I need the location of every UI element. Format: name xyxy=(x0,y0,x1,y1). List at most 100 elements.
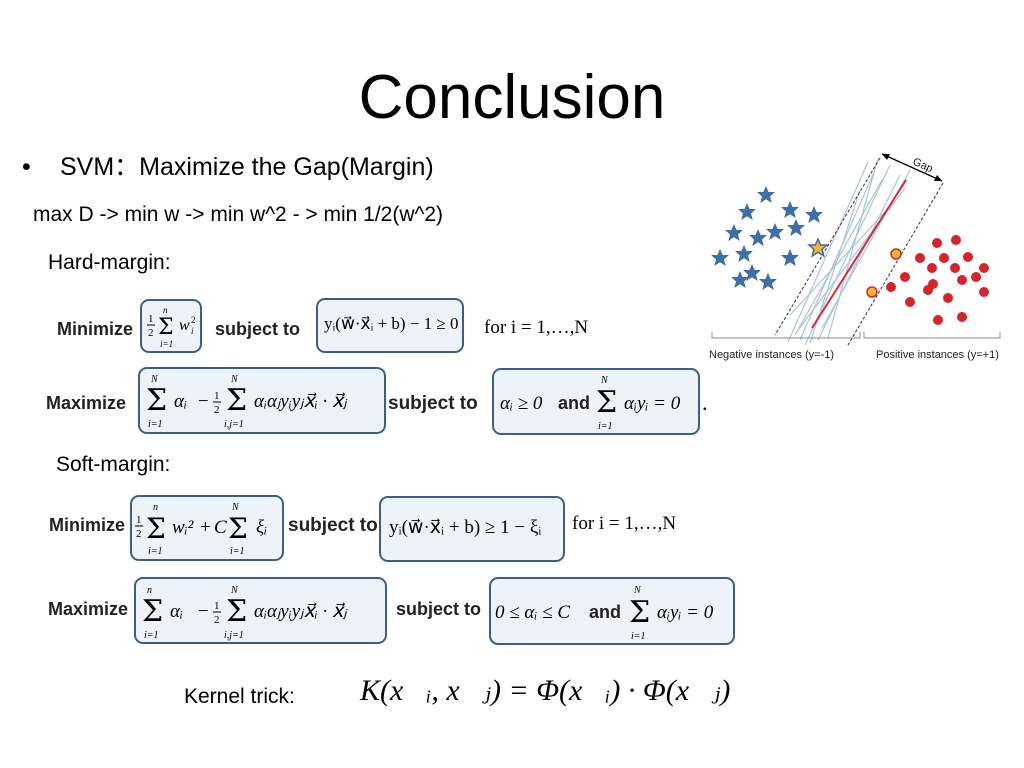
star xyxy=(757,186,775,203)
optimization-chain: max D -> min w -> min w^2 - > min 1/2(w^… xyxy=(33,203,444,226)
svg-text:Σ: Σ xyxy=(226,594,247,629)
svg-text:N: N xyxy=(633,585,642,596)
hard-maximize-label: Maximize xyxy=(46,393,127,413)
soft-dual-objective-formula: Σ n i=1 αᵢ − 1 2 Σ N i,j=1 αᵢαⱼyᵢyⱼx⃗ᵢ ·… xyxy=(142,585,348,641)
svg-text:N: N xyxy=(230,374,239,385)
hard-dual-objective-formula: Σ N i=1 αᵢ − 1 2 Σ N i,j=1 αᵢαⱼyᵢyⱼx⃗ᵢ ·… xyxy=(146,374,348,430)
soft-constraint: yᵢ(w⃗·x⃗ᵢ + b) ≥ 1 − ξᵢ xyxy=(389,517,542,538)
hard-for-range: for i = 1,…,N xyxy=(484,317,589,338)
svg-text:1: 1 xyxy=(136,514,142,526)
svg-text:0 ≤ αᵢ ≤ C: 0 ≤ αᵢ ≤ C xyxy=(495,602,570,623)
support-vector-dot xyxy=(890,248,902,260)
svg-text:αᵢ ≥ 0: αᵢ ≥ 0 xyxy=(500,393,543,414)
positive-dots xyxy=(886,235,989,325)
soft-subject-to-label: subject to xyxy=(288,515,378,536)
soft-maximize-label: Maximize xyxy=(48,599,129,619)
svg-text:and: and xyxy=(589,602,621,622)
svg-text:Σ: Σ xyxy=(158,315,174,340)
star xyxy=(759,273,777,290)
positive-caption: Positive instances (y=+1) xyxy=(876,349,999,361)
svg-text:i=1: i=1 xyxy=(230,546,245,557)
svg-text:i=1: i=1 xyxy=(160,339,173,349)
star xyxy=(781,201,799,218)
star xyxy=(725,224,743,241)
negative-caption: Negative instances (y=-1) xyxy=(709,349,834,361)
bullet-line: • SVM：Maximize the Gap(Margin) xyxy=(22,152,434,182)
svg-text:Σ: Σ xyxy=(226,383,247,418)
support-vector-dot xyxy=(866,286,878,298)
soft-constraint-box: yᵢ(w⃗·x⃗ᵢ + b) ≥ 1 − ξᵢ xyxy=(379,496,565,562)
negative-stars xyxy=(711,186,823,290)
svg-text:Σ: Σ xyxy=(146,383,167,418)
svg-text:i=1: i=1 xyxy=(148,419,163,430)
soft-for-range: for i = 1,…,N xyxy=(572,513,677,534)
star xyxy=(735,245,753,262)
support-vector-star xyxy=(807,237,829,258)
svm-margin-figure: Gap Negative instances (y=-1) Positive i… xyxy=(709,153,1001,361)
svg-text:αᵢ: αᵢ xyxy=(174,391,187,412)
svg-text:i,j=1: i,j=1 xyxy=(224,419,244,430)
svg-text:ξᵢ: ξᵢ xyxy=(256,517,267,538)
svg-text:1: 1 xyxy=(148,313,154,325)
star xyxy=(743,264,761,281)
kernel-trick-label: Kernel trick: xyxy=(184,685,295,708)
svg-text:and: and xyxy=(558,393,590,413)
svg-text:αᵢαⱼyᵢyⱼx⃗ᵢ · x⃗ⱼ: αᵢαⱼyᵢyⱼx⃗ᵢ · x⃗ⱼ xyxy=(254,391,348,412)
svg-text:2: 2 xyxy=(191,315,196,325)
svg-text:Σ: Σ xyxy=(146,512,166,545)
hard-margin-label: Hard-margin: xyxy=(48,251,171,274)
svg-text:Σ: Σ xyxy=(142,594,163,629)
svg-text:2: 2 xyxy=(214,404,220,416)
svg-text:N: N xyxy=(231,502,240,513)
hard-dual-constraint-box: αᵢ ≥ 0 and Σ N i=1 αᵢyᵢ = 0 xyxy=(492,368,700,435)
star xyxy=(731,271,749,288)
star xyxy=(787,219,805,236)
gap-arrow xyxy=(881,153,943,182)
bullet-dot: • xyxy=(22,153,31,181)
svg-text:Σ: Σ xyxy=(629,595,650,630)
svg-text:N: N xyxy=(150,374,159,385)
star xyxy=(738,203,756,220)
star xyxy=(749,229,767,246)
hard-dual-objective-box: Σ N i=1 αᵢ − 1 2 Σ N i,j=1 αᵢαⱼyᵢyⱼx⃗ᵢ ·… xyxy=(138,367,386,434)
svg-text:−: − xyxy=(198,601,209,622)
svg-text:2: 2 xyxy=(136,528,142,540)
svg-text:n: n xyxy=(163,305,168,315)
svg-text:2: 2 xyxy=(214,614,220,626)
soft-objective-box: 1 2 Σ n i=1 wᵢ² + C Σ N i=1 ξᵢ xyxy=(130,495,284,561)
svg-text:αᵢαⱼyᵢyⱼx⃗ᵢ · x⃗ⱼ: αᵢαⱼyᵢyⱼx⃗ᵢ · x⃗ⱼ xyxy=(254,601,348,622)
hard-constraint: yᵢ(w⃗·x⃗ᵢ + b) − 1 ≥ 0 xyxy=(324,314,459,333)
svg-text:n: n xyxy=(153,502,158,513)
svg-text:+: + xyxy=(200,517,211,538)
soft-minimize-label: Minimize xyxy=(49,515,126,535)
svg-text:i,j=1: i,j=1 xyxy=(224,630,244,641)
candidate-hyperplanes xyxy=(787,157,911,346)
svg-text:wᵢ²: wᵢ² xyxy=(172,517,194,538)
svg-text:2: 2 xyxy=(148,327,154,339)
optimal-hyperplane xyxy=(811,179,907,329)
svg-text:C: C xyxy=(214,517,227,538)
svg-text:αᵢyᵢ = 0: αᵢyᵢ = 0 xyxy=(657,602,714,623)
svg-text:−: − xyxy=(198,391,209,412)
hard-objective-box: 1 2 Σ n i=1 w 2 i xyxy=(140,299,202,353)
hard-minimize-label: Minimize xyxy=(57,319,134,339)
hard-dual-constraint-formula: αᵢ ≥ 0 and Σ N i=1 αᵢyᵢ = 0 xyxy=(500,375,681,432)
star xyxy=(781,249,799,266)
svg-text:Σ: Σ xyxy=(228,512,248,545)
star xyxy=(711,249,729,266)
hard-constraint-box: yᵢ(w⃗·x⃗ᵢ + b) − 1 ≥ 0 xyxy=(316,298,464,353)
soft-dual-objective-box: Σ n i=1 αᵢ − 1 2 Σ N i,j=1 αᵢαⱼyᵢyⱼx⃗ᵢ ·… xyxy=(134,577,387,644)
hard-dual-subject-to-label: subject to xyxy=(388,393,478,414)
kernel-formula: K(x⃗ᵢ, x⃗ⱼ) = Φ(x⃗ᵢ) · Φ(x⃗ⱼ) xyxy=(360,674,731,707)
soft-dual-constraint-formula: 0 ≤ αᵢ ≤ C and Σ N i=1 αᵢyᵢ = 0 xyxy=(495,585,714,642)
svg-text:αᵢ: αᵢ xyxy=(170,601,183,622)
svg-text:1: 1 xyxy=(214,600,220,612)
star xyxy=(766,223,784,240)
star xyxy=(805,206,823,223)
svg-text:αᵢyᵢ = 0: αᵢyᵢ = 0 xyxy=(624,393,681,414)
bullet-text: SVM：Maximize the Gap(Margin) xyxy=(60,153,434,181)
positive-margin-boundary xyxy=(847,182,944,346)
hard-objective-formula: 1 2 Σ n i=1 w 2 i xyxy=(147,305,196,349)
svg-text:n: n xyxy=(147,585,152,596)
svg-text:i=1: i=1 xyxy=(148,546,163,557)
